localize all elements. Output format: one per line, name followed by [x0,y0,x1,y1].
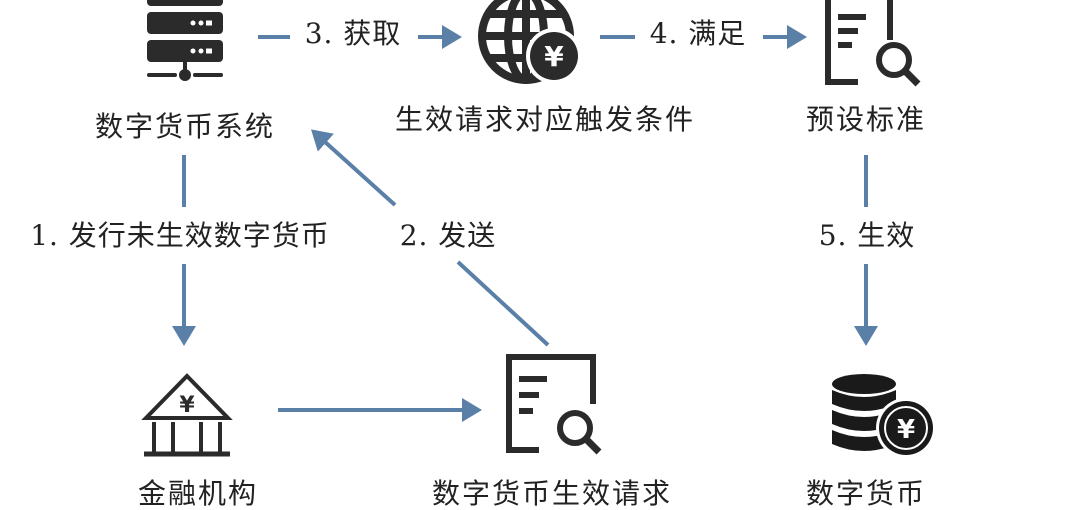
edge-label-step4: 4. 满足 [649,17,747,50]
yen-symbol: ¥ [897,415,915,445]
server-icon [147,0,223,81]
edge-label-step3: 3. 获取 [304,17,402,50]
arrow-step2-tail [456,260,550,347]
edge-label-step5: 5. 生效 [818,219,916,252]
document-search-icon [825,0,921,87]
globe-yen-icon: ¥ [478,0,582,84]
node-label-institution: 金融机构 [137,477,259,510]
node-label-system: 数字货币系统 [94,110,276,143]
yen-symbol: ¥ [544,40,564,73]
arrow-step2-head [311,129,397,207]
document-search-icon [506,354,602,455]
node-label-request: 数字货币生效请求 [431,477,673,510]
yen-symbol: ¥ [179,393,195,418]
node-label-currency: 数字货币 [805,477,927,510]
coins-yen-icon: ¥ [832,374,936,458]
edge-label-step1: 1. 发行未生效数字货币 [30,219,330,252]
node-label-standard: 预设标准 [805,103,927,136]
bank-icon: ¥ [141,373,233,457]
edge-label-step2: 2. 发送 [399,219,497,252]
node-label-trigger: 生效请求对应触发条件 [394,103,696,136]
